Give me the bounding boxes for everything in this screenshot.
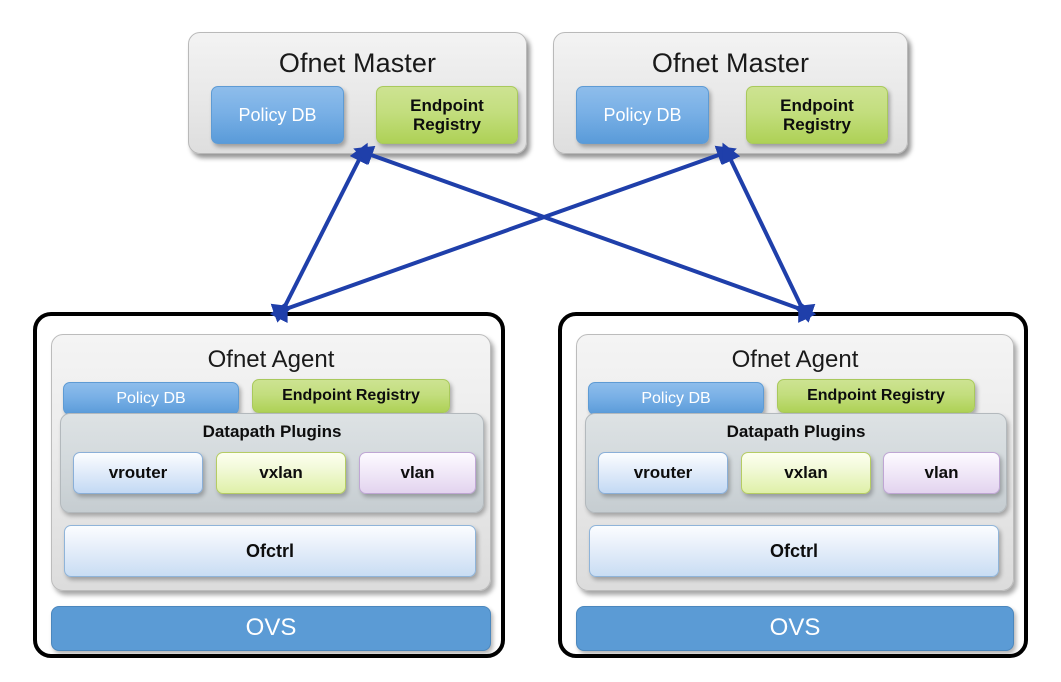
ofnet-agent-container-1: Ofnet Agent Policy DB Endpoint Registry … bbox=[33, 312, 505, 658]
ofnet-agent-panel-2: Ofnet Agent Policy DB Endpoint Registry … bbox=[576, 334, 1014, 591]
agent-2-ofctrl-block: Ofctrl bbox=[589, 525, 999, 577]
master-1-endpoint-registry-block: Endpoint Registry bbox=[376, 86, 518, 144]
agent-right-to-master-right bbox=[722, 142, 817, 323]
ofnet-master-panel-2: Ofnet Master Policy DB Endpoint Registry bbox=[553, 32, 908, 154]
ofnet-agent-title-2: Ofnet Agent bbox=[731, 346, 859, 373]
master-2-endpoint-registry-block: Endpoint Registry bbox=[746, 86, 888, 144]
agent-1-ovs-block: OVS bbox=[51, 606, 491, 651]
agent-right-to-master-left bbox=[353, 145, 816, 323]
ofnet-agent-title-1: Ofnet Agent bbox=[207, 346, 335, 373]
agent-1-ofctrl-block: Ofctrl bbox=[64, 525, 476, 577]
ofnet-master-title-2: Ofnet Master bbox=[651, 47, 810, 78]
ofnet-agent-container-2: Ofnet Agent Policy DB Endpoint Registry … bbox=[558, 312, 1028, 658]
agent-2-ovs-block: OVS bbox=[576, 606, 1014, 651]
agent-1-endpoint-registry-block: Endpoint Registry bbox=[252, 379, 450, 413]
agent-1-policy-db-block: Policy DB bbox=[63, 382, 239, 415]
master-2-policy-db-block: Policy DB bbox=[576, 86, 709, 144]
agent-1-plugin-vrouter: vrouter bbox=[73, 452, 203, 494]
ofnet-master-panel-1: Ofnet Master Policy DB Endpoint Registry bbox=[188, 32, 527, 154]
agent-1-plugin-vxlan: vxlan bbox=[216, 452, 346, 494]
agent-left-to-master-right bbox=[270, 145, 737, 323]
agent-2-datapath-plugins-panel: Datapath Plugins vrouter vxlan vlan bbox=[585, 413, 1007, 513]
agent-2-datapath-plugins-title: Datapath Plugins bbox=[726, 422, 866, 441]
agent-2-policy-db-block: Policy DB bbox=[588, 382, 764, 415]
agent-1-plugin-vlan: vlan bbox=[359, 452, 476, 494]
agent-2-plugin-vlan: vlan bbox=[883, 452, 1000, 494]
ofnet-agent-panel-1: Ofnet Agent Policy DB Endpoint Registry … bbox=[51, 334, 491, 591]
agent-2-plugin-vxlan: vxlan bbox=[741, 452, 871, 494]
ofnet-master-title-1: Ofnet Master bbox=[278, 47, 437, 78]
agent-2-plugin-vrouter: vrouter bbox=[598, 452, 728, 494]
agent-1-datapath-plugins-title: Datapath Plugins bbox=[202, 422, 342, 441]
agent-2-endpoint-registry-block: Endpoint Registry bbox=[777, 379, 975, 413]
master-1-policy-db-block: Policy DB bbox=[211, 86, 344, 144]
agent-1-datapath-plugins-panel: Datapath Plugins vrouter vxlan vlan bbox=[60, 413, 484, 513]
agent-left-to-master-left bbox=[269, 142, 368, 324]
